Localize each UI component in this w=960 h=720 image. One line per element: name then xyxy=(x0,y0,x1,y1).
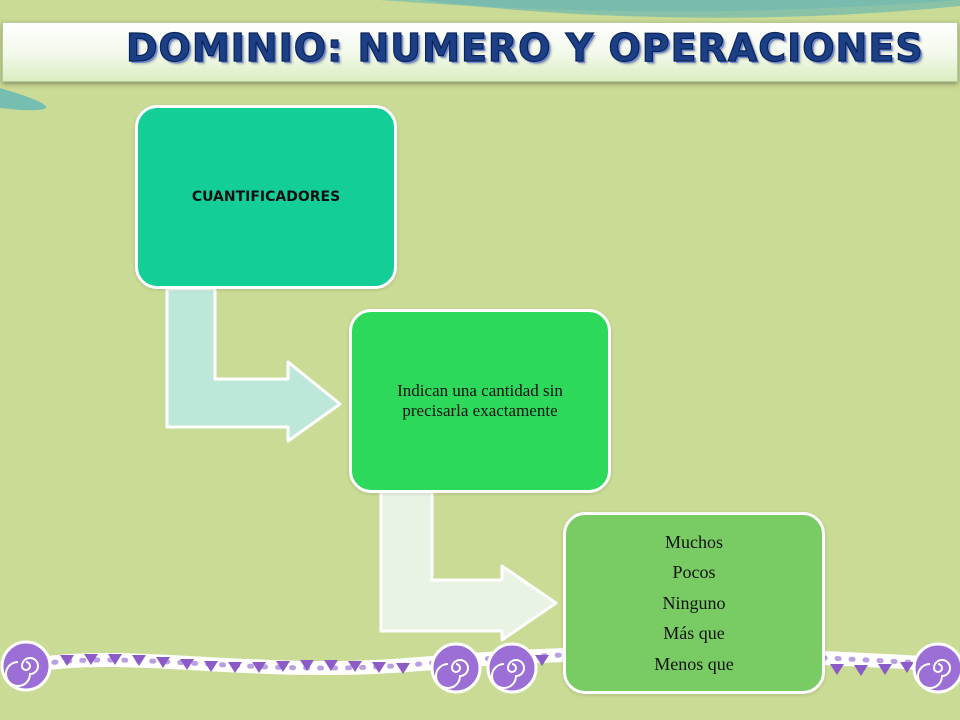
example-item: Ninguno xyxy=(662,592,726,613)
box1-label: CUANTIFICADORES xyxy=(191,189,341,205)
spiral-ornament-3 xyxy=(486,642,538,694)
connector-arrow-1 xyxy=(165,287,342,443)
example-item: Más que xyxy=(663,623,725,644)
example-item: Muchos xyxy=(665,531,723,552)
diagram-box-examples: Muchos Pocos Ninguno Más que Menos que xyxy=(563,512,825,694)
box2-label: Indican una cantidad sin precisarla exac… xyxy=(397,381,563,420)
spiral-ornament-1 xyxy=(0,640,52,692)
title-bar xyxy=(2,22,958,82)
spiral-ornament-4 xyxy=(912,642,960,694)
connector-arrow-2 xyxy=(379,490,558,642)
example-item: Menos que xyxy=(654,653,734,674)
example-item: Pocos xyxy=(672,562,716,583)
page-title: Dominio: Numero y operaciones xyxy=(125,25,924,70)
spiral-ornament-2 xyxy=(430,642,482,694)
triangle-pattern xyxy=(60,654,914,676)
diagram-box-cuantificadores: CUANTIFICADORES xyxy=(135,105,397,289)
diagram-box-definition: Indican una cantidad sin precisarla exac… xyxy=(349,309,611,493)
